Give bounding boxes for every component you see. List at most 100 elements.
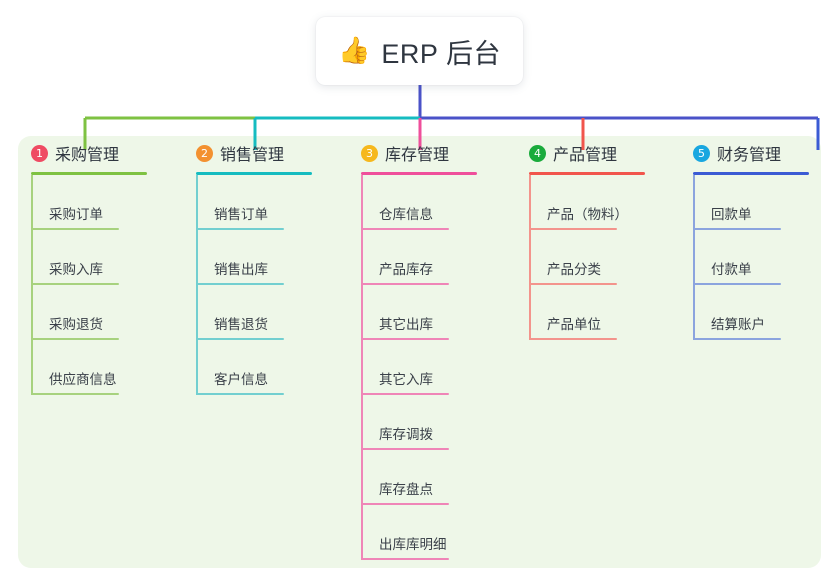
column-header[interactable]: 4 产品管理 [518,140,678,166]
menu-item[interactable]: 销售订单 [196,175,345,230]
menu-item[interactable]: 其它出库 [361,285,510,340]
menu-item-label: 回款单 [711,207,752,223]
menu-item-rule [196,393,284,395]
menu-item[interactable]: 出库库明细 [361,505,510,560]
menu-item-label: 供应商信息 [49,372,117,388]
column-spine [529,175,531,340]
menu-item-label: 客户信息 [214,372,268,388]
thumbs-up-icon: 👍 [338,35,371,65]
column-财务管理: 5 财务管理回款单付款单结算账户 [682,140,832,340]
menu-item-rule [196,283,284,285]
column-number-badge: 2 [196,144,213,162]
menu-item[interactable]: 产品单位 [529,285,678,340]
menu-item-rule [31,393,119,395]
menu-item[interactable]: 其它入库 [361,340,510,395]
menu-item-label: 出库库明细 [379,537,447,553]
column-number-badge: 1 [31,144,48,162]
menu-item-label: 采购订单 [49,207,103,223]
column-spine [361,175,363,560]
column-库存管理: 3 库存管理仓库信息产品库存其它出库其它入库库存调拨库存盘点出库库明细 [350,140,510,560]
root-node-card[interactable]: 👍 ERP 后台 [316,17,523,85]
menu-item-rule [361,283,449,285]
column-title: 产品管理 [553,147,618,164]
menu-item-rule [196,338,284,340]
column-产品管理: 4 产品管理产品（物料） 产品分类产品单位 [518,140,678,340]
column-item-list: 采购订单采购入库采购退货供应商信息 [31,175,180,395]
menu-item-rule [31,283,119,285]
root-node-title: ERP 后台 [381,38,501,69]
menu-item[interactable]: 结算账户 [693,285,832,340]
menu-item-label: 库存调拨 [379,427,433,443]
menu-item-rule [529,338,617,340]
column-header-rule [529,172,645,175]
menu-item-rule [693,338,781,340]
menu-item[interactable]: 采购退货 [31,285,180,340]
menu-item-rule [693,228,781,230]
menu-item-label: 销售订单 [214,207,268,223]
menu-item-label: 结算账户 [711,317,765,333]
menu-item-label: 采购入库 [49,262,103,278]
menu-item-rule [361,448,449,450]
column-number-badge: 3 [361,144,378,162]
menu-item-rule [361,338,449,340]
menu-item[interactable]: 采购入库 [31,230,180,285]
column-spine [31,175,33,395]
menu-item-rule [31,228,119,230]
menu-item-label: 产品（物料） [547,207,628,223]
column-spine [196,175,198,395]
menu-item-label: 产品库存 [379,262,433,278]
menu-item-label: 销售出库 [214,262,268,278]
menu-item-label: 产品分类 [547,262,601,278]
column-header[interactable]: 1 采购管理 [20,140,180,166]
menu-item-label: 仓库信息 [379,207,433,223]
column-销售管理: 2 销售管理销售订单销售出库销售退货客户信息 [185,140,345,395]
column-header[interactable]: 2 销售管理 [185,140,345,166]
column-title: 采购管理 [55,147,120,164]
column-header[interactable]: 5 财务管理 [682,140,832,166]
menu-item-rule [31,338,119,340]
column-item-list: 回款单付款单结算账户 [693,175,832,340]
column-item-list: 销售订单销售出库销售退货客户信息 [196,175,345,395]
column-item-list: 仓库信息产品库存其它出库其它入库库存调拨库存盘点出库库明细 [361,175,510,560]
column-header-rule [361,172,477,175]
column-title: 销售管理 [220,147,285,164]
column-header[interactable]: 3 库存管理 [350,140,510,166]
column-number-badge: 5 [693,144,710,162]
menu-item-rule [196,228,284,230]
menu-item-label: 付款单 [711,262,752,278]
diagram-panel [18,136,821,568]
column-采购管理: 1 采购管理采购订单采购入库采购退货供应商信息 [20,140,180,395]
menu-item[interactable]: 销售出库 [196,230,345,285]
column-title: 库存管理 [385,147,450,164]
menu-item-rule [529,228,617,230]
column-spine [693,175,695,340]
menu-item-rule [529,283,617,285]
column-header-rule [196,172,312,175]
column-title: 财务管理 [717,147,782,164]
column-header-rule [31,172,147,175]
menu-item-rule [361,503,449,505]
menu-item-label: 其它出库 [379,317,433,333]
menu-item[interactable]: 产品分类 [529,230,678,285]
menu-item[interactable]: 客户信息 [196,340,345,395]
column-item-list: 产品（物料） 产品分类产品单位 [529,175,678,340]
menu-item[interactable]: 供应商信息 [31,340,180,395]
menu-item-label: 产品单位 [547,317,601,333]
menu-item[interactable]: 采购订单 [31,175,180,230]
menu-item-label: 库存盘点 [379,482,433,498]
column-number-badge: 4 [529,144,546,162]
menu-item[interactable]: 付款单 [693,230,832,285]
menu-item[interactable]: 产品库存 [361,230,510,285]
menu-item[interactable]: 仓库信息 [361,175,510,230]
menu-item-rule [693,283,781,285]
column-header-rule [693,172,809,175]
menu-item[interactable]: 回款单 [693,175,832,230]
menu-item[interactable]: 库存调拨 [361,395,510,450]
menu-item-label: 采购退货 [49,317,103,333]
menu-item-rule [361,228,449,230]
menu-item[interactable]: 销售退货 [196,285,345,340]
menu-item[interactable]: 库存盘点 [361,450,510,505]
menu-item[interactable]: 产品（物料） [529,175,678,230]
menu-item-rule [361,558,449,560]
